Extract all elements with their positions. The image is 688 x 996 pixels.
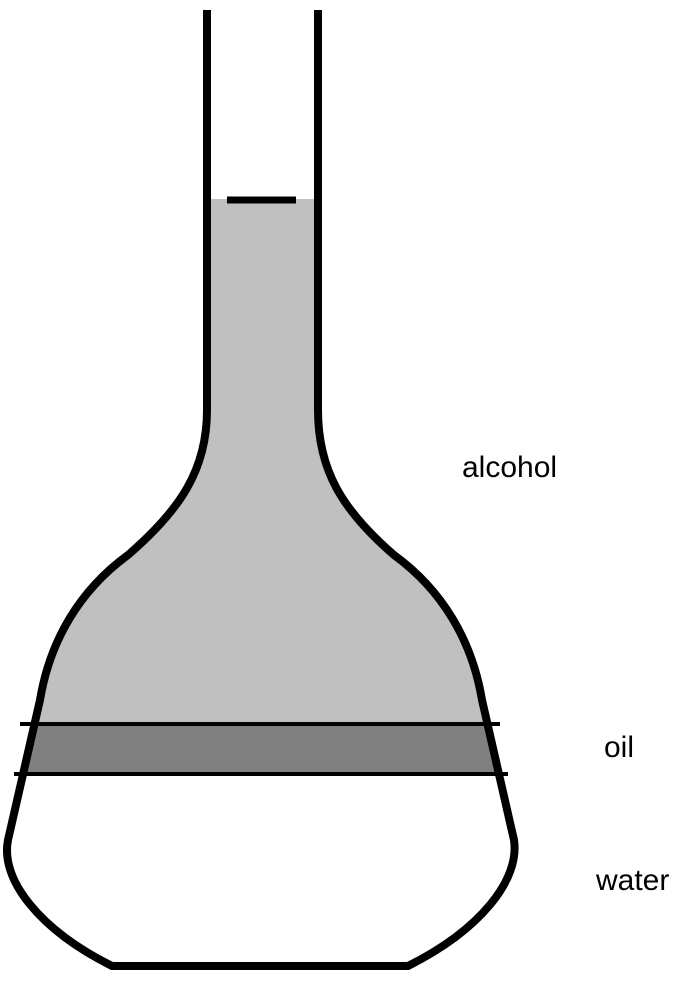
alcohol-label: alcohol — [462, 451, 558, 484]
water-label: water — [596, 864, 670, 897]
flask-outline — [3, 10, 519, 970]
alcohol-layer — [6, 199, 515, 724]
oil-label: oil — [604, 731, 635, 764]
water-layer — [6, 774, 515, 966]
oil-layer — [6, 724, 515, 774]
